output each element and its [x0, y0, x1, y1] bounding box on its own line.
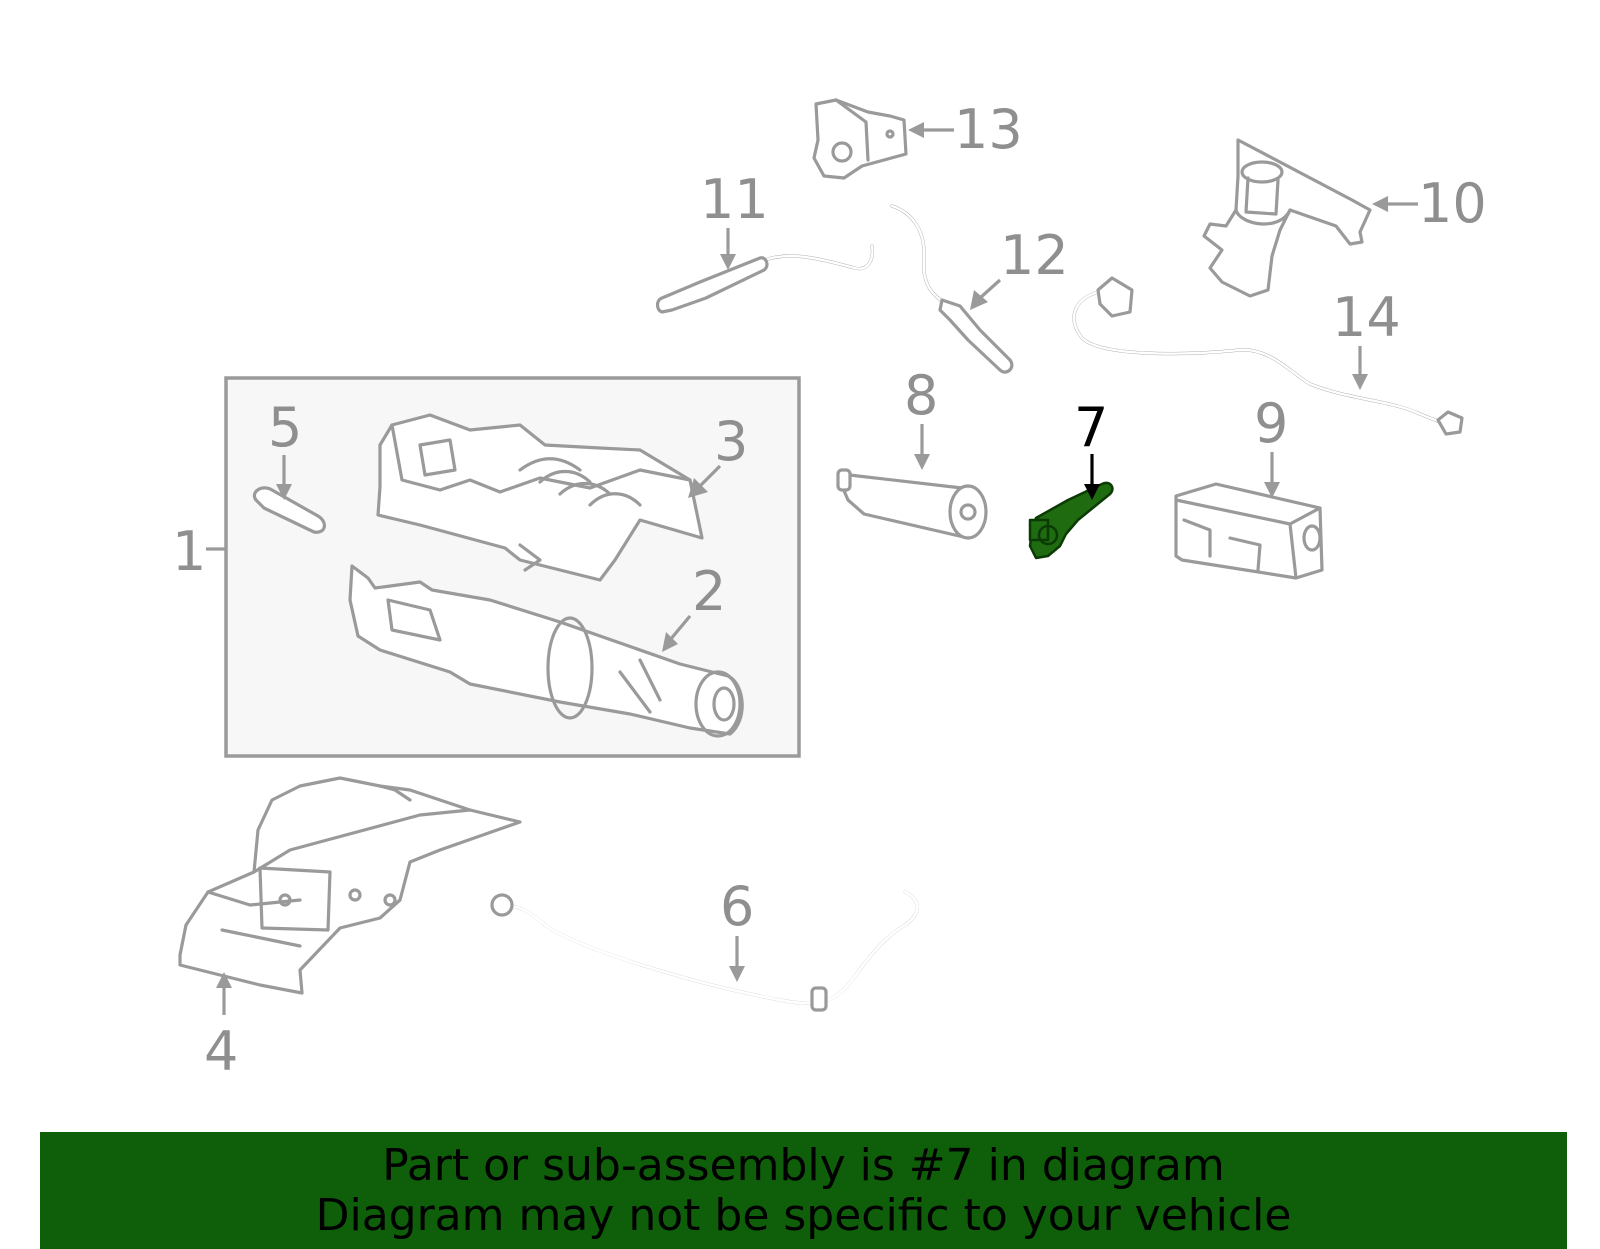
- part-10-vent-valve[interactable]: [1202, 138, 1372, 298]
- banner-line-2: Diagram may not be specific to your vehi…: [315, 1189, 1292, 1241]
- part-14-harness[interactable]: [1072, 276, 1464, 436]
- callout-10: 10: [1418, 172, 1487, 235]
- part-11-sensor[interactable]: [655, 244, 875, 314]
- callout-6: 6: [720, 875, 754, 938]
- part-3-shield[interactable]: [376, 413, 704, 582]
- part-7-valve-highlighted[interactable]: [1028, 481, 1114, 560]
- callout-7: 7: [1074, 396, 1108, 459]
- leader-lines: [206, 122, 1418, 1015]
- callout-1: 1: [172, 520, 206, 583]
- callout-2: 2: [692, 560, 726, 623]
- part-9-module[interactable]: [1174, 482, 1324, 580]
- callout-9: 9: [1254, 392, 1288, 455]
- part-8-filter[interactable]: [836, 468, 988, 540]
- callout-11: 11: [700, 168, 769, 231]
- callout-8: 8: [904, 364, 938, 427]
- part-12-sensor[interactable]: [890, 204, 1014, 374]
- part-5-hose[interactable]: [252, 486, 326, 534]
- callout-4: 4: [204, 1020, 238, 1083]
- callout-3: 3: [714, 410, 748, 473]
- callout-12: 12: [1000, 224, 1069, 287]
- banner-line-1: Part or sub-assembly is #7 in diagram: [382, 1139, 1225, 1191]
- part-2-canister[interactable]: [348, 564, 744, 738]
- info-banner: Part or sub-assembly is #7 in diagram Di…: [40, 1132, 1567, 1249]
- part-13-bracket[interactable]: [812, 98, 908, 180]
- part-6-hose[interactable]: [490, 890, 919, 1012]
- callout-14: 14: [1332, 286, 1401, 349]
- callout-labels: 1 2 3 4 5 6 7 8 9 10 11 12 13 14: [172, 98, 1487, 1083]
- callout-5: 5: [268, 396, 302, 459]
- callout-13: 13: [954, 98, 1023, 161]
- part-4-heat-shield[interactable]: [178, 776, 522, 995]
